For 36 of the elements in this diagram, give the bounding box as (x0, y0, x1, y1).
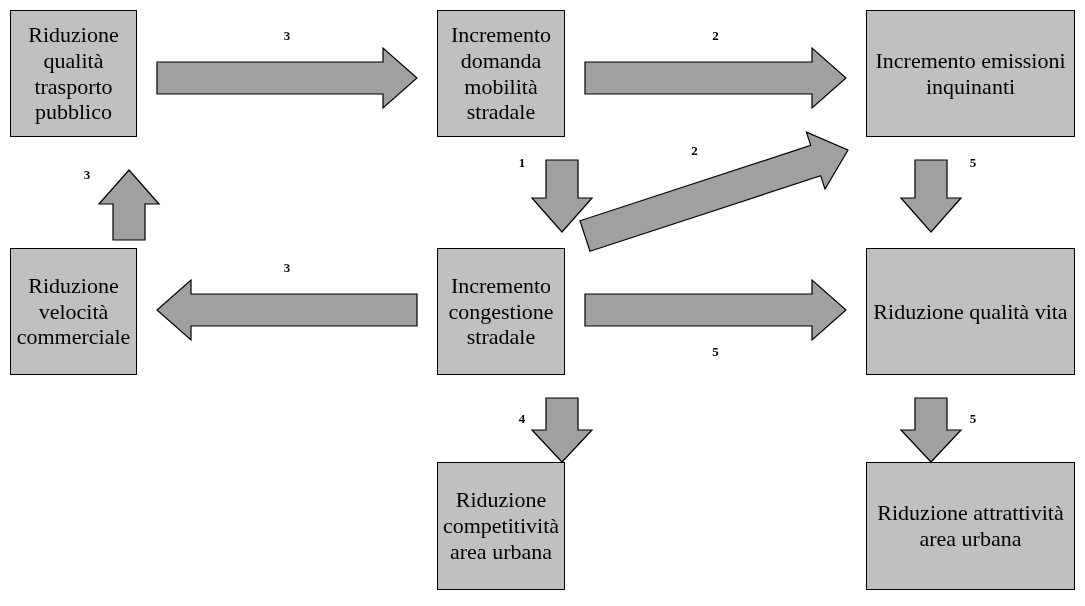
box-text: Riduzione qualità trasporto pubblico (27, 21, 120, 126)
edge-label: 2 (691, 143, 698, 159)
edge-label: 2 (712, 28, 719, 44)
block-arrow (530, 159, 594, 233)
edge-label: 5 (969, 155, 977, 171)
box-text: Incremento domanda mobilità stradale (449, 21, 553, 126)
process-box (437, 248, 565, 375)
process-box (866, 10, 1075, 137)
edge-label: 5 (969, 411, 977, 427)
block-arrow (97, 169, 161, 241)
edge-label: 4 (518, 411, 526, 427)
process-box (437, 10, 565, 137)
block-arrow (156, 278, 418, 342)
block-arrow (584, 278, 847, 342)
block-arrow (579, 131, 849, 252)
block-arrow (899, 159, 963, 233)
edge-label: 3 (283, 260, 291, 276)
box-text: Riduzione qualità vita (873, 298, 1068, 325)
block-arrow (899, 397, 963, 463)
process-box (10, 10, 137, 137)
box-text: Riduzione competitività area urbana (442, 487, 560, 565)
block-arrow (530, 397, 594, 463)
box-text: Riduzione velocità commerciale (16, 272, 131, 351)
process-box (866, 462, 1075, 590)
block-arrow (584, 46, 847, 110)
box-text: Incremento congestione stradale (447, 272, 555, 351)
process-box (10, 248, 137, 375)
box-text: Riduzione attrattività area urbana (876, 500, 1065, 552)
edge-label: 1 (518, 155, 526, 171)
edge-label: 5 (712, 344, 719, 360)
process-box (866, 248, 1075, 375)
box-text: Incremento emissioni inquinanti (874, 47, 1067, 100)
edge-label: 3 (83, 167, 91, 183)
process-box (437, 462, 565, 590)
edge-label: 3 (283, 28, 291, 44)
block-arrow (156, 46, 418, 110)
